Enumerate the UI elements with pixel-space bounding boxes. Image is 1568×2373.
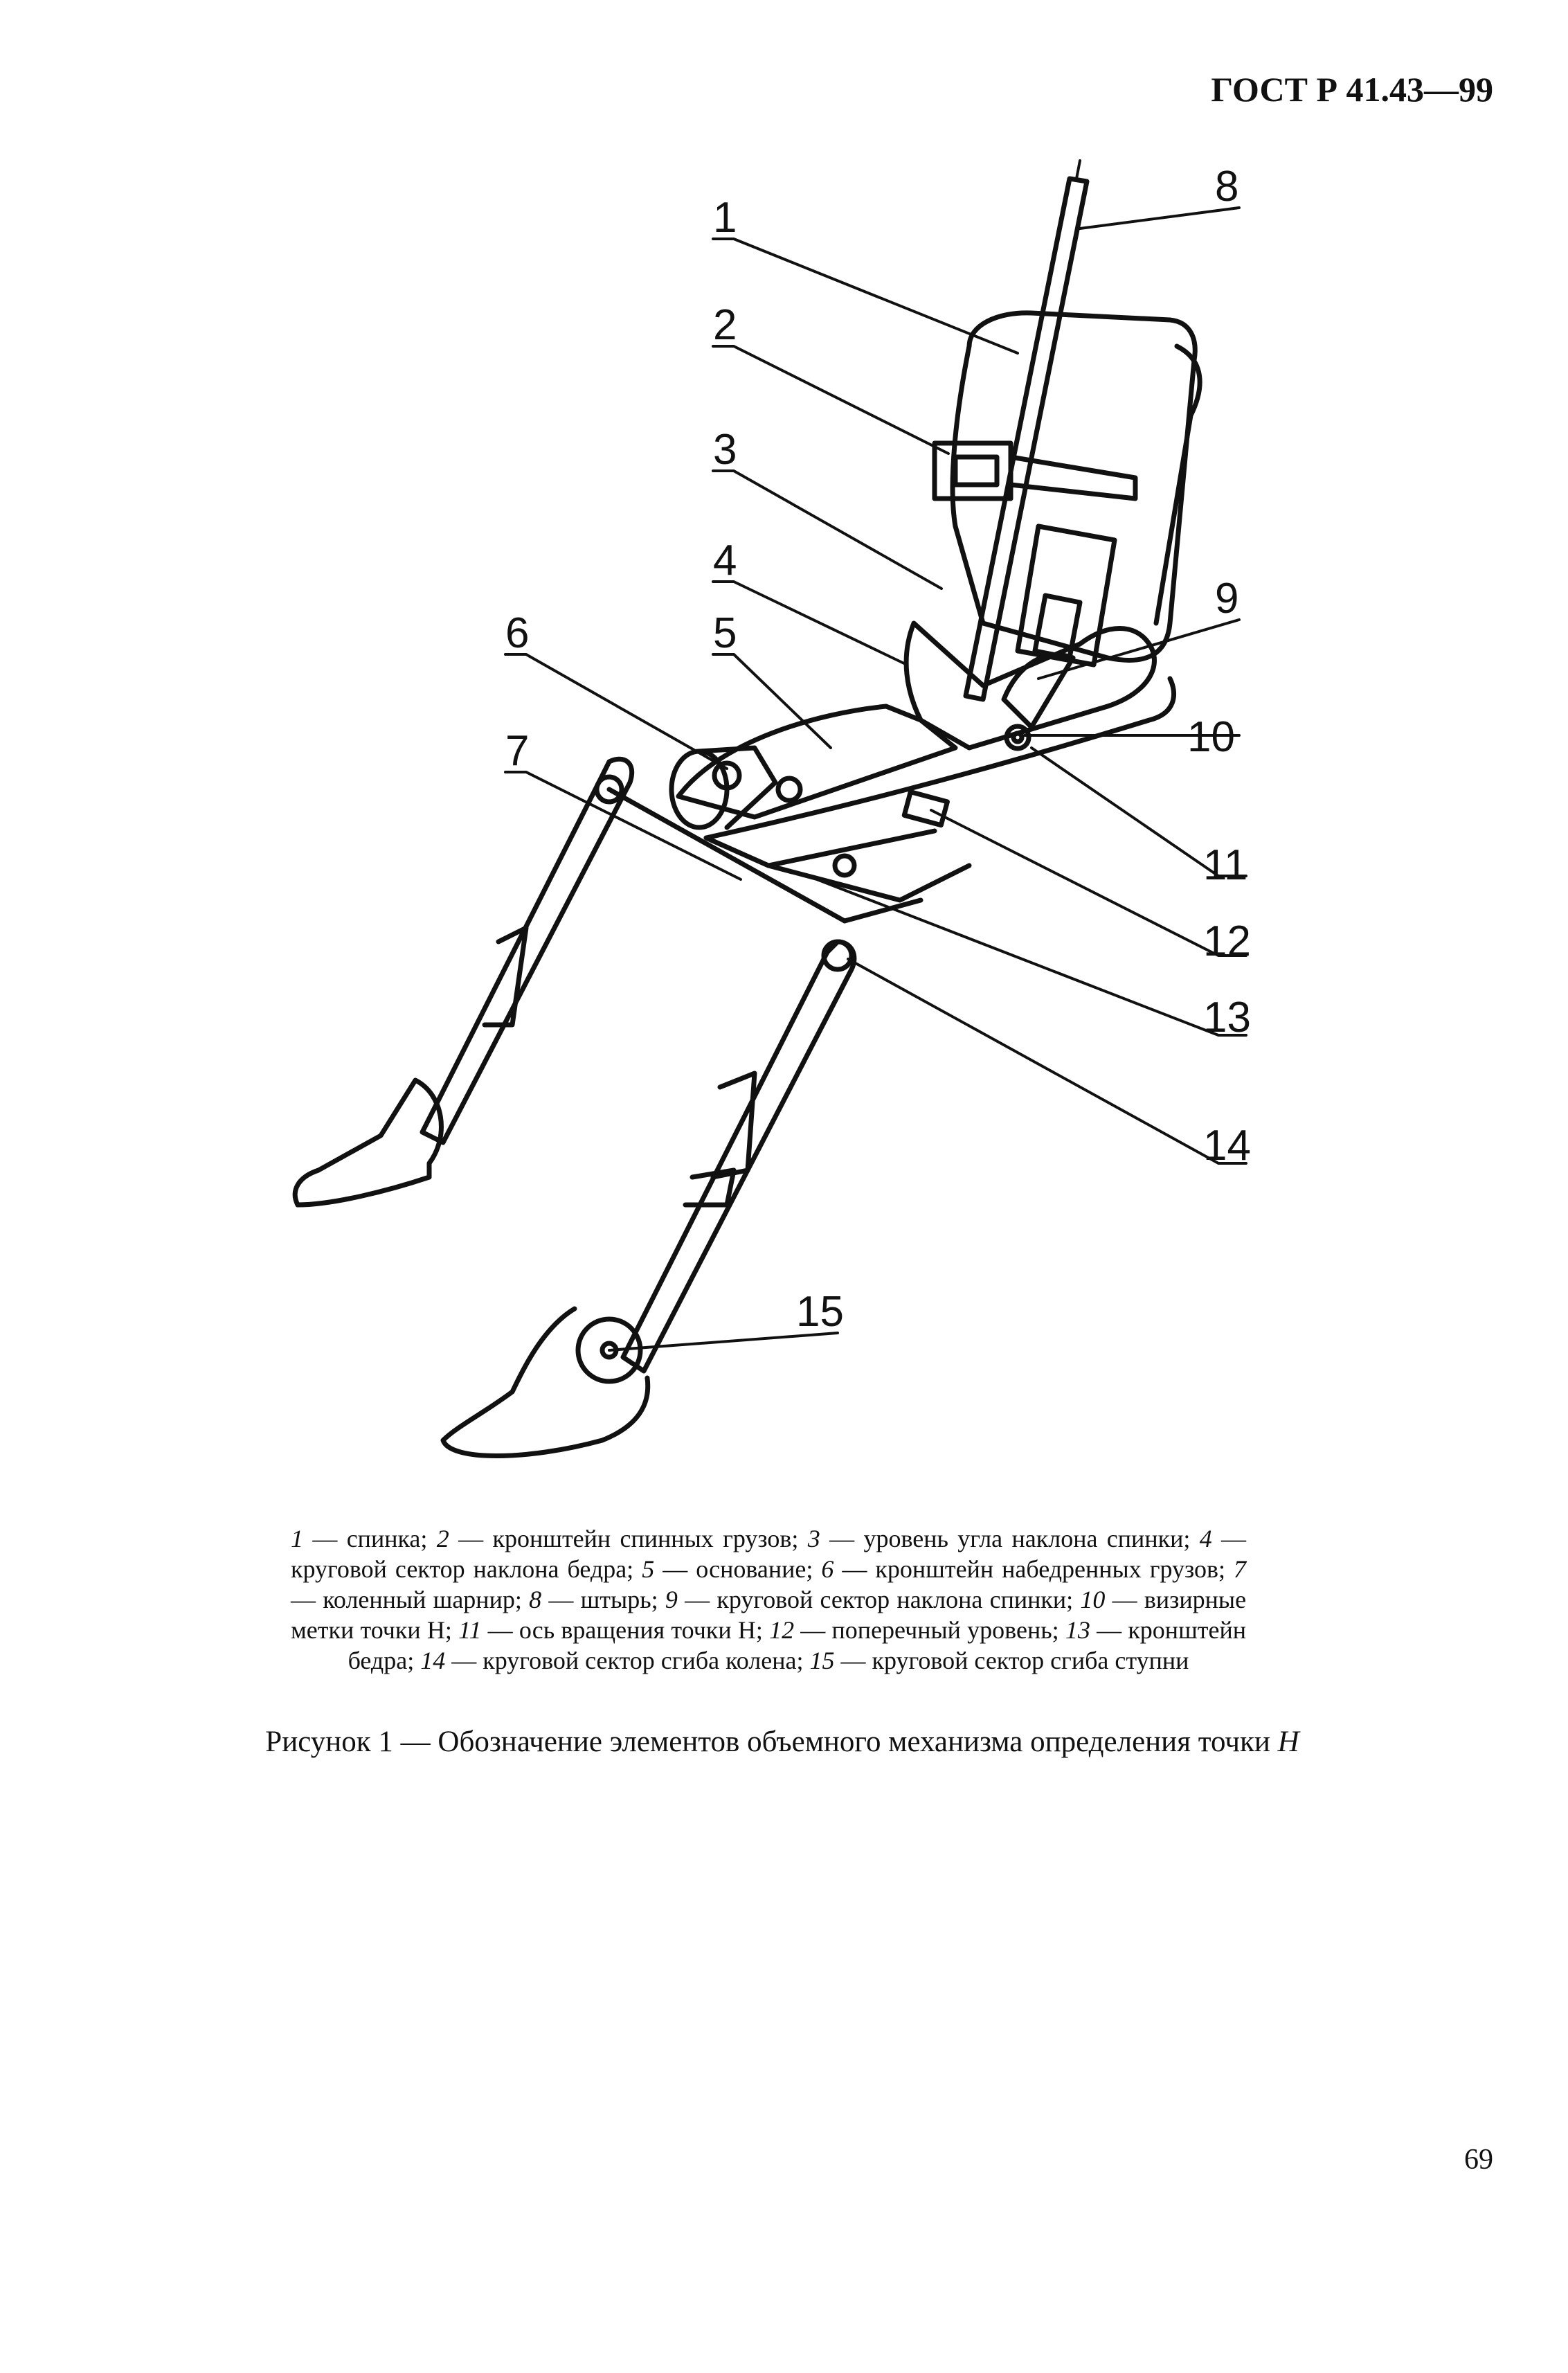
probe-rod-drawing: [963, 176, 1090, 702]
legend-item: 11 — ось вращения точки Н;: [458, 1616, 763, 1644]
legend-item: 8 — штырь;: [529, 1586, 658, 1613]
legend-item: 9 — круговой сектор наклона спинки;: [665, 1586, 1074, 1613]
callout-7: 7: [505, 727, 529, 775]
callout-13: 13: [1203, 994, 1251, 1041]
left-leg-drawing: [420, 756, 635, 1145]
callout-1: 1: [713, 194, 737, 242]
foot-flex-quadrant-drawing: [575, 1316, 643, 1384]
legend-item: 1 — спинка;: [291, 1525, 428, 1552]
callout-5: 5: [713, 609, 737, 657]
callout-3: 3: [713, 426, 737, 474]
callout-14: 14: [1203, 1122, 1251, 1170]
callout-10: 10: [1187, 713, 1235, 761]
legend-item: 15 — круговой сектор сгиба ступни: [809, 1647, 1189, 1674]
h-point-symbol: Н: [1277, 1726, 1299, 1758]
h-point-axis-drawing: [1004, 724, 1031, 751]
legend-item: 2 — кронштейн спинных грузов;: [436, 1525, 799, 1552]
legend-item: 4 — круговой сектор наклона бедра;: [291, 1525, 1247, 1583]
legend-item: 13 — кронштейн бедра;: [348, 1616, 1247, 1674]
cross-level-drawing: [901, 789, 950, 828]
legend-item: 6 — кронштейн набедренных грузов;: [821, 1555, 1226, 1583]
figure-legend: 1 — спинка; 2 — кронштейн спинных грузов…: [291, 1523, 1246, 1676]
figure-caption: Рисунок 1 — Обозначение элементов объемн…: [265, 1726, 1299, 1758]
knee-joint-bar-drawing: [606, 787, 847, 924]
callout-6: 6: [505, 609, 529, 657]
callout-8: 8: [1215, 163, 1238, 211]
legend-item: 14 — круговой сектор сгиба колена;: [420, 1647, 804, 1674]
callout-11: 11: [1203, 841, 1247, 889]
h-point-machine-figure: 1 2 3 4 5 6 7 8 9 10 11 12 13 14 15: [292, 159, 1251, 1458]
callout-4: 4: [713, 537, 737, 584]
callout-9: 9: [1215, 575, 1238, 623]
legend-item: 3 — уровень угла наклона спинки;: [807, 1525, 1191, 1552]
callout-15: 15: [796, 1288, 844, 1336]
document-number: ГОСТ Р 41.43—99: [1211, 70, 1493, 109]
legend-item: 5 — основание;: [642, 1555, 813, 1583]
left-foot-drawing: [292, 1077, 444, 1208]
seat-pan-drawing: [903, 620, 1157, 751]
seat-base-drawing: [676, 704, 958, 820]
h-point-machine-drawing: 1 2 3 4 5 6 7 8 9 10 11 12 13 14 15: [292, 159, 1251, 1458]
back-angle-quadrant-drawing: [1001, 652, 1076, 730]
legend-item: 10 — визирные метки точки Н;: [291, 1586, 1247, 1644]
page-number: 69: [1464, 2144, 1493, 2176]
right-leg-drawing: [620, 939, 857, 1374]
callout-12: 12: [1203, 917, 1251, 965]
callout-2: 2: [713, 301, 737, 349]
right-foot-drawing: [440, 1306, 651, 1458]
legend-item: 7 — коленный шарнир;: [291, 1555, 1247, 1613]
legend-item: 12 — поперечный уровень;: [769, 1616, 1059, 1644]
back-weight-bracket-drawing: [932, 440, 1013, 501]
